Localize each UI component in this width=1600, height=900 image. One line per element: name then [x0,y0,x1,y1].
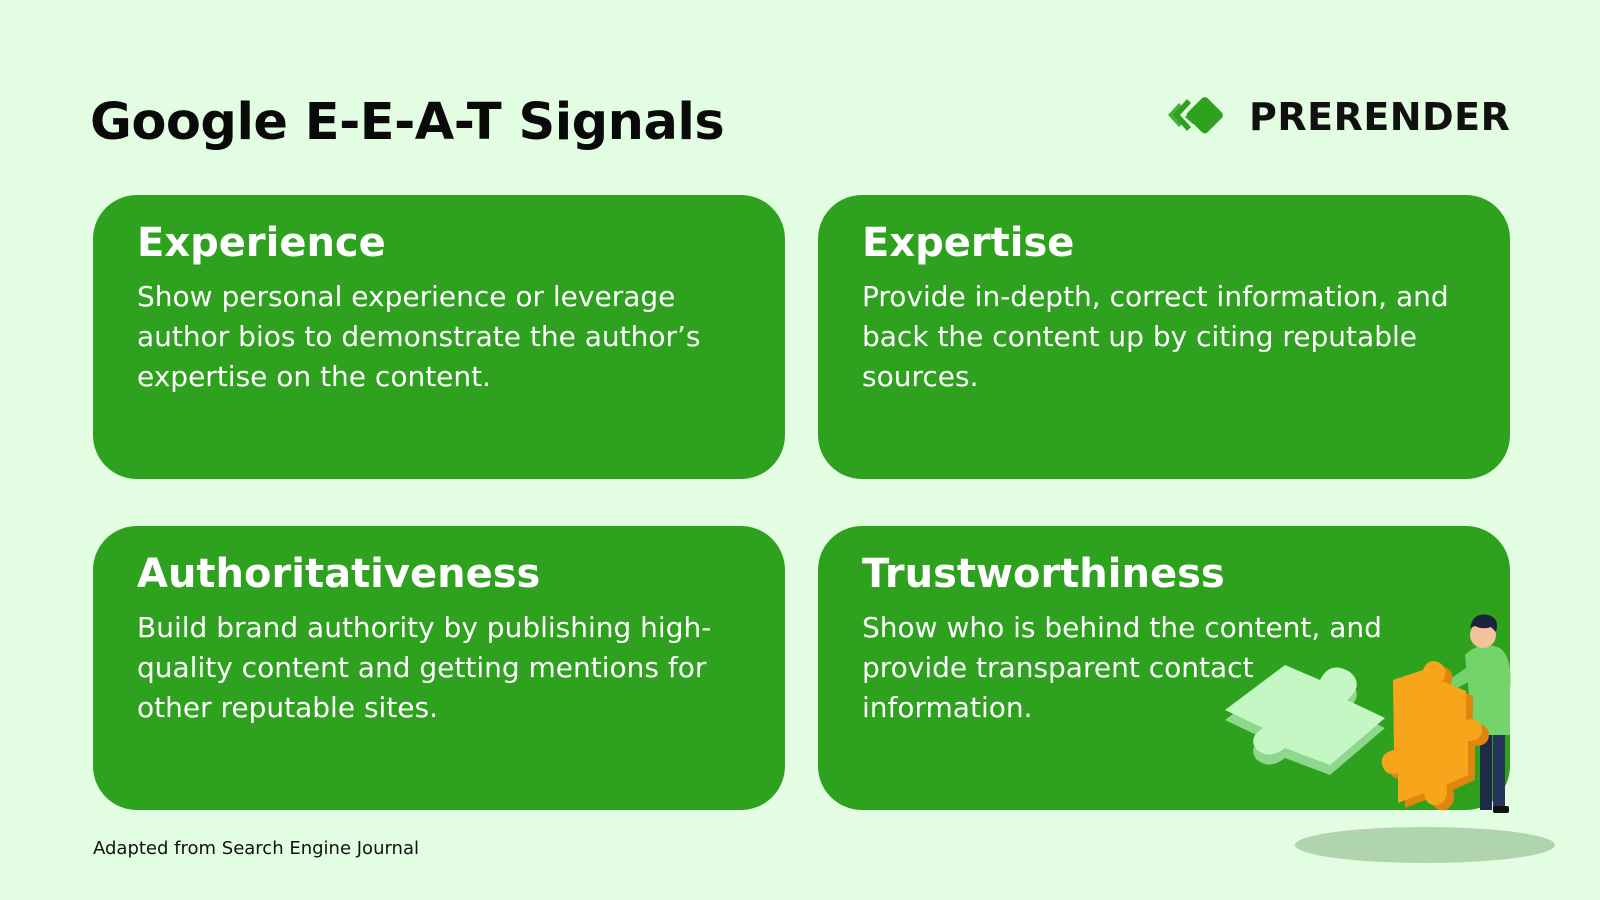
source-attribution: Adapted from Search Engine Journal [93,838,419,859]
person-with-puzzle-pieces-illustration [1225,610,1570,885]
light-puzzle-piece-icon [1225,665,1385,775]
prerender-logo: PRERENDER [1165,90,1510,144]
card-heading: Authoritativeness [137,551,541,597]
card-heading: Trustworthiness [862,551,1225,597]
card-body: Show who is behind the content, and prov… [862,611,1382,724]
prerender-diamond-icon [1168,97,1223,134]
page-title: Google E-E-A-T Signals [90,93,725,152]
card-body: Build brand authority by publishing high… [137,611,712,724]
card-expertise: Expertise Provide in-depth, correct info… [818,195,1510,479]
card-heading: Experience [137,220,386,266]
card-heading: Expertise [862,220,1075,266]
card-body: Show personal experience or leverage aut… [137,280,701,393]
card-authoritativeness: Authoritativeness Build brand authority … [93,526,785,810]
card-experience: Experience Show personal experience or l… [93,195,785,479]
card-body: Provide in-depth, correct information, a… [862,280,1449,393]
logo-text: PRERENDER [1249,95,1511,139]
orange-puzzle-piece-icon [1381,661,1489,811]
